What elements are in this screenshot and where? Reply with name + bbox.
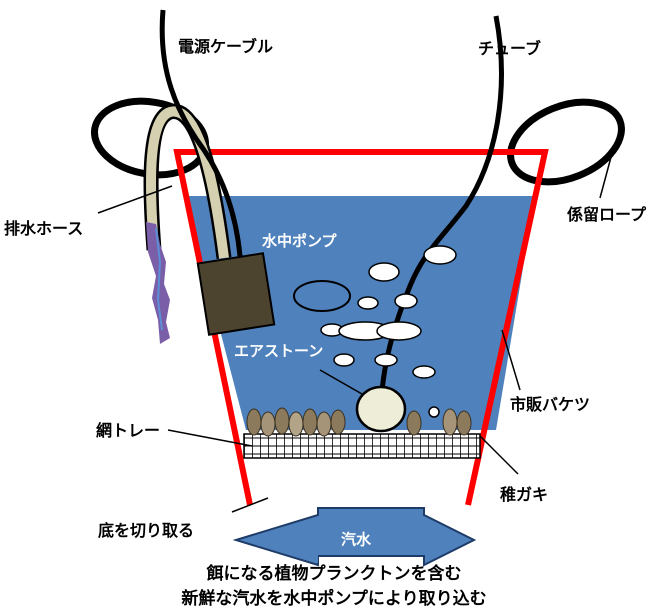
mooring-rope-right-loop (507, 98, 625, 186)
cut-bottom-label: 底を切り取る (98, 521, 194, 540)
caption-line-1: 餌になる植物プランクトンを含む (206, 563, 462, 584)
air-stone (355, 385, 407, 433)
leader-lines (97, 145, 615, 513)
juvenile-oysters-label: 稚ガキ (500, 485, 548, 504)
air-bubbles (320, 245, 457, 418)
net-tray-label: 網トレー (96, 421, 160, 440)
submersible-pump-label: 水中ポンプ (262, 232, 338, 250)
tube-label: チューブ (478, 39, 541, 58)
large-bubble-outline (293, 280, 351, 312)
air-stone-label: エアストーン (234, 342, 323, 360)
submersible-pump (196, 252, 276, 336)
power-cable (159, 9, 243, 257)
juvenile-oysters (246, 407, 472, 437)
mooring-rope-label: 係留ロープ (567, 205, 647, 224)
brackish-water-label: 汽水 (341, 531, 372, 549)
power-cable-label: 電源ケーブル (178, 37, 273, 56)
net-tray (243, 433, 481, 459)
caption-line-2: 新鮮な汽水を水中ポンプにより取り込む (181, 588, 486, 609)
drain-hose-label: 排水ホース (4, 219, 83, 238)
bucket-label: 市販バケツ (510, 395, 590, 414)
